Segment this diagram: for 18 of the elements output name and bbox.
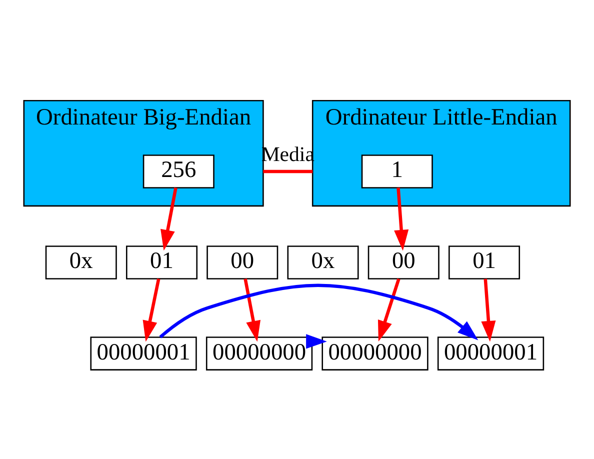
node-box: 0x <box>287 245 359 279</box>
arrow <box>142 278 160 342</box>
arrow <box>306 334 327 348</box>
node-box: 00 <box>368 245 440 279</box>
node-box: 00 <box>206 245 278 279</box>
node-box: 00000000 <box>322 336 428 370</box>
arrow <box>244 278 261 342</box>
node-box: 1 <box>361 154 433 188</box>
node-box: 01 <box>126 245 198 279</box>
node-box: 0x <box>45 245 117 279</box>
node-box: 00000001 <box>437 336 544 370</box>
arrow <box>481 278 496 342</box>
node-box: 01 <box>448 245 520 279</box>
node-box: 256 <box>142 154 214 188</box>
arrow <box>159 283 478 340</box>
connector <box>263 169 313 173</box>
node-box: 00000001 <box>90 336 197 370</box>
arrow <box>378 278 400 342</box>
